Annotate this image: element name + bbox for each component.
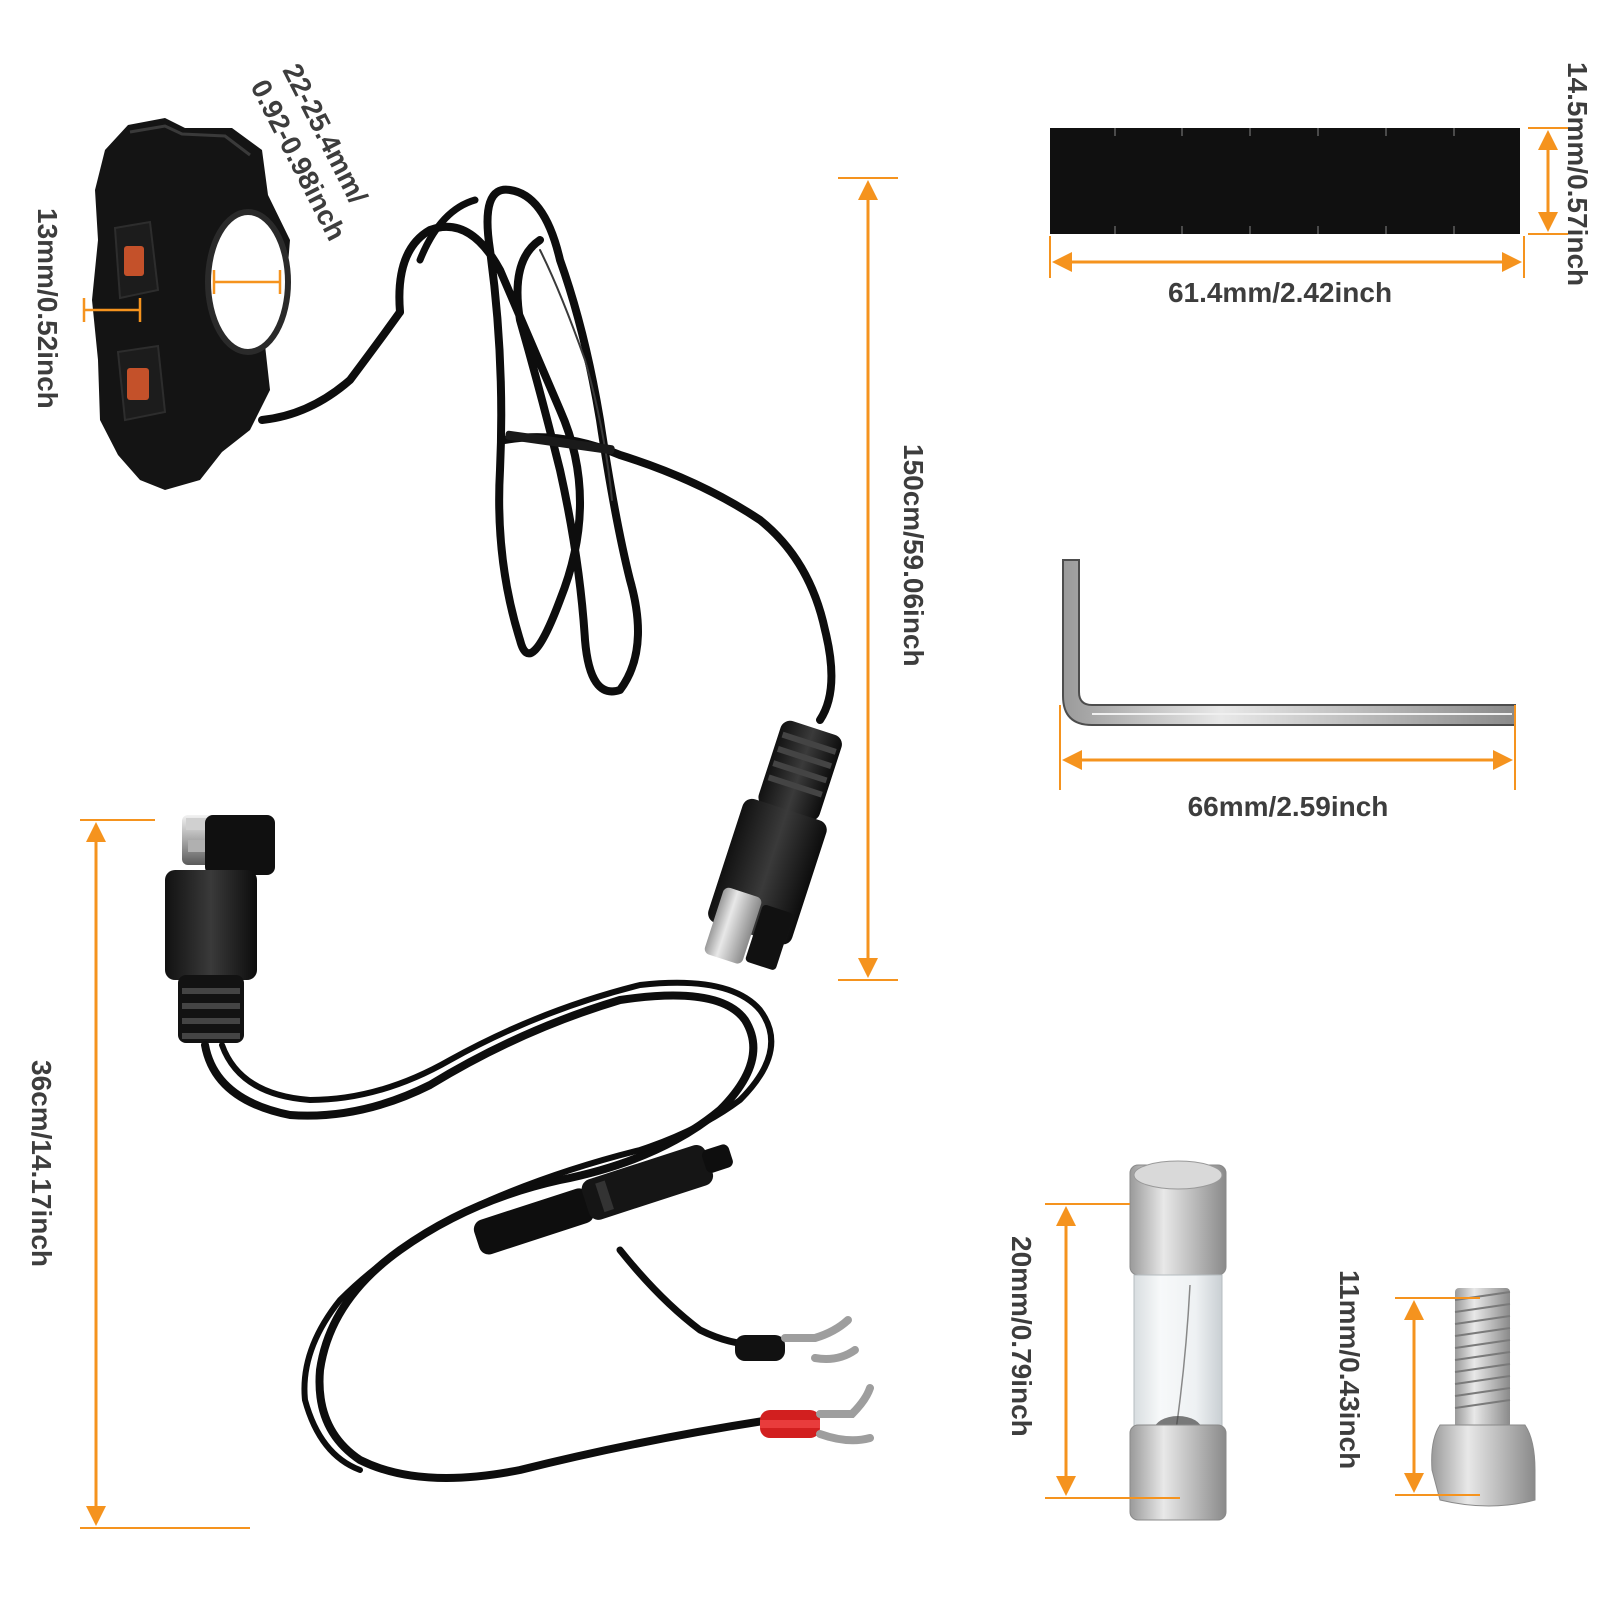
main-cable-label: 150cm/59.06inch bbox=[898, 444, 929, 667]
rubber-pad bbox=[1050, 128, 1520, 234]
glass-fuse bbox=[1129, 1160, 1227, 1521]
hex-key-length-label: 66mm/2.59inch bbox=[1188, 791, 1389, 822]
pad-thickness-dimension bbox=[1528, 127, 1568, 235]
fuse-length-label: 20mm/0.79inch bbox=[1006, 1236, 1037, 1437]
usb-port-bottom bbox=[127, 368, 149, 400]
red-fork-terminal bbox=[760, 1384, 874, 1445]
main-cable-sae-plug bbox=[704, 720, 842, 970]
ring-terminal-harness bbox=[165, 815, 874, 1482]
black-fork-terminal bbox=[735, 1316, 859, 1363]
pad-length-label: 61.4mm/2.42inch bbox=[1168, 277, 1392, 308]
hex-key-dimension bbox=[1059, 705, 1516, 790]
ring-cable-label: 36cm/14.17inch bbox=[26, 1060, 57, 1267]
pad-length-dimension bbox=[1049, 236, 1525, 278]
screw bbox=[1431, 1288, 1536, 1507]
usb-port-top bbox=[124, 246, 144, 276]
inline-fuse-holder bbox=[473, 1144, 733, 1255]
main-cable bbox=[395, 185, 836, 724]
main-cable-dimension bbox=[838, 177, 898, 981]
screw-dimension bbox=[1395, 1297, 1480, 1496]
usb-mount-clamp bbox=[92, 118, 404, 490]
hex-key bbox=[1062, 559, 1516, 726]
ring-cable-dimension bbox=[80, 819, 250, 1529]
cable-tie bbox=[505, 430, 615, 455]
fuse-dimension bbox=[1045, 1203, 1180, 1499]
pad-thickness-label: 14.5mm/0.57inch bbox=[1562, 62, 1593, 286]
screw-length-label: 11mm/0.43inch bbox=[1334, 1270, 1365, 1469]
mount-height-label: 13mm/0.52inch bbox=[32, 208, 63, 409]
